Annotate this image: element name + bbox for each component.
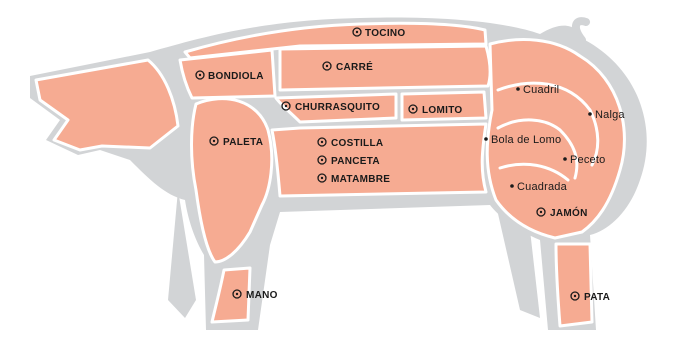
label-churrasquito: CHURRASQUITO: [281, 101, 380, 113]
bullet-dot: [588, 112, 592, 116]
bullet-dot: [510, 184, 514, 188]
bola-de-lomo-label: Bola de Lomo: [491, 134, 561, 146]
target-icon-dot: [212, 139, 216, 143]
label-peceto: Peceto: [563, 154, 605, 166]
target-icon-dot: [355, 30, 359, 34]
tocino-label: TOCINO: [365, 28, 406, 39]
jamon-label: JAMÓN: [550, 206, 588, 219]
cut-churrasquito[interactable]: [274, 92, 398, 124]
target-icon: [317, 173, 327, 183]
target-icon-dot: [235, 292, 239, 296]
cut-carre[interactable]: [278, 44, 492, 92]
label-costilla: COSTILLA: [317, 137, 383, 149]
bullet-dot: [484, 137, 488, 141]
pata-label: PATA: [584, 292, 610, 303]
cut-bondiola[interactable]: [178, 48, 277, 100]
cut-tocino[interactable]: [183, 21, 488, 60]
bullet-dot: [516, 87, 520, 91]
target-icon: [352, 27, 362, 37]
cuadrada-label: Cuadrada: [517, 181, 568, 193]
target-icon-dot: [325, 64, 329, 68]
cut-mano[interactable]: [210, 266, 252, 324]
label-panceta: PANCETA: [317, 155, 380, 167]
label-nalga: Nalga: [588, 109, 625, 121]
carre-label: CARRÉ: [336, 60, 373, 73]
paleta-label: PALETA: [223, 137, 263, 148]
label-jamon: JAMÓN: [536, 206, 588, 219]
bondiola-label: BONDIOLA: [208, 71, 264, 82]
target-icon: [408, 104, 418, 114]
target-icon-dot: [573, 294, 577, 298]
target-icon: [281, 101, 291, 111]
peceto-label: Peceto: [570, 154, 605, 166]
target-icon-dot: [411, 107, 415, 111]
cut-jamon[interactable]: [485, 38, 626, 240]
label-matambre: MATAMBRE: [317, 173, 390, 185]
target-icon: [322, 61, 332, 71]
jamon-separators: [496, 81, 600, 182]
target-icon-dot: [320, 176, 324, 180]
cut-pata[interactable]: [554, 242, 594, 328]
target-icon: [232, 289, 242, 299]
target-icon: [195, 70, 205, 80]
target-icon-dot: [539, 210, 543, 214]
cut-head[interactable]: [34, 58, 180, 152]
label-cuadrada: Cuadrada: [510, 181, 567, 193]
cut-paleta[interactable]: [190, 97, 274, 264]
target-icon-dot: [320, 158, 324, 162]
target-icon-dot: [198, 73, 202, 77]
churrasquito-label: CHURRASQUITO: [295, 102, 380, 113]
label-cuadril: Cuadril: [516, 84, 559, 96]
target-icon: [570, 291, 580, 301]
target-icon: [317, 137, 327, 147]
target-icon-dot: [284, 104, 288, 108]
label-tocino: TOCINO: [352, 27, 406, 39]
label-bola-de-lomo: Bola de Lomo: [484, 134, 561, 146]
label-bondiola: BONDIOLA: [195, 70, 264, 82]
target-icon: [536, 207, 546, 217]
cut-lomito[interactable]: [400, 90, 488, 122]
label-carre: CARRÉ: [322, 60, 373, 73]
label-paleta: PALETA: [209, 136, 263, 148]
label-pata: PATA: [570, 291, 610, 303]
cuadril-label: Cuadril: [523, 84, 559, 96]
bullet-dot: [563, 157, 567, 161]
target-icon-dot: [320, 140, 324, 144]
lomito-label: LOMITO: [422, 105, 463, 116]
mano-label: MANO: [246, 290, 278, 301]
label-mano: MANO: [232, 289, 278, 301]
target-icon: [317, 155, 327, 165]
label-lomito: LOMITO: [408, 104, 463, 116]
matambre-label: MATAMBRE: [331, 174, 390, 185]
target-icon: [209, 136, 219, 146]
costilla-label: COSTILLA: [331, 138, 383, 149]
nalga-label: Nalga: [595, 109, 625, 121]
panceta-label: PANCETA: [331, 156, 380, 167]
